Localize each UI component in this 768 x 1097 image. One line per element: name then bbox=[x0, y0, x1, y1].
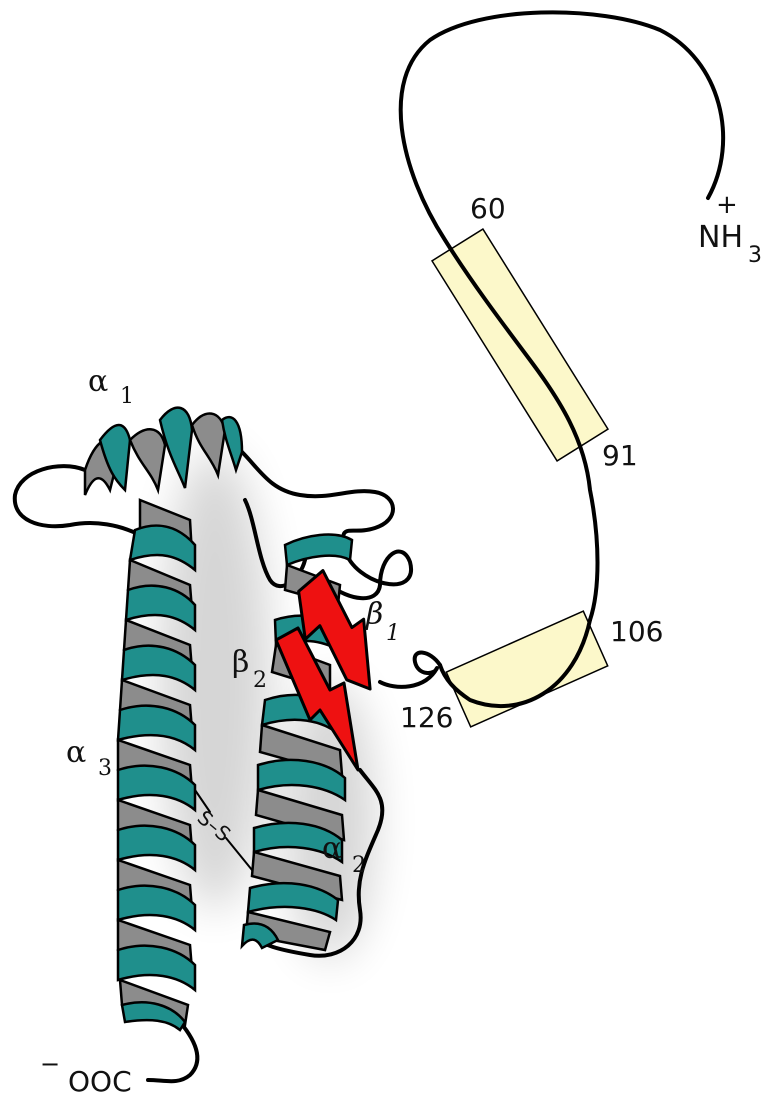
helix-alpha-3-label: α bbox=[66, 735, 86, 770]
loop-to-beta1 bbox=[380, 653, 440, 687]
residue-91-label: 91 bbox=[602, 439, 638, 472]
helix-alpha-1-subscript: 1 bbox=[120, 384, 134, 409]
helix-alpha-1-label: α bbox=[88, 364, 108, 399]
residue-60-label: 60 bbox=[470, 192, 506, 225]
n-terminus-subscript: 3 bbox=[748, 243, 762, 268]
residue-126-label: 126 bbox=[400, 701, 453, 734]
helix-alpha-2-label: α bbox=[322, 831, 342, 866]
strand-beta-2-subscript: 2 bbox=[253, 668, 267, 693]
strand-beta-1-label: β bbox=[365, 597, 383, 632]
residue-106-label: 106 bbox=[610, 615, 663, 648]
strand-beta-1-subscript: 1 bbox=[386, 621, 400, 646]
n-terminus-charge: + bbox=[716, 190, 738, 220]
region-106-126-box bbox=[446, 611, 607, 727]
n-terminus-label: NH bbox=[698, 220, 743, 255]
strand-beta-2-label: β bbox=[232, 645, 249, 680]
c-terminus-label: OOC bbox=[68, 1065, 132, 1097]
c-terminus-charge: − bbox=[40, 1050, 60, 1078]
c-terminal-tail bbox=[148, 1022, 197, 1081]
helix-alpha-3-subscript: 3 bbox=[98, 756, 112, 781]
helix-alpha-2-subscript: 2 bbox=[352, 853, 366, 878]
n-terminal-loop bbox=[401, 12, 723, 620]
